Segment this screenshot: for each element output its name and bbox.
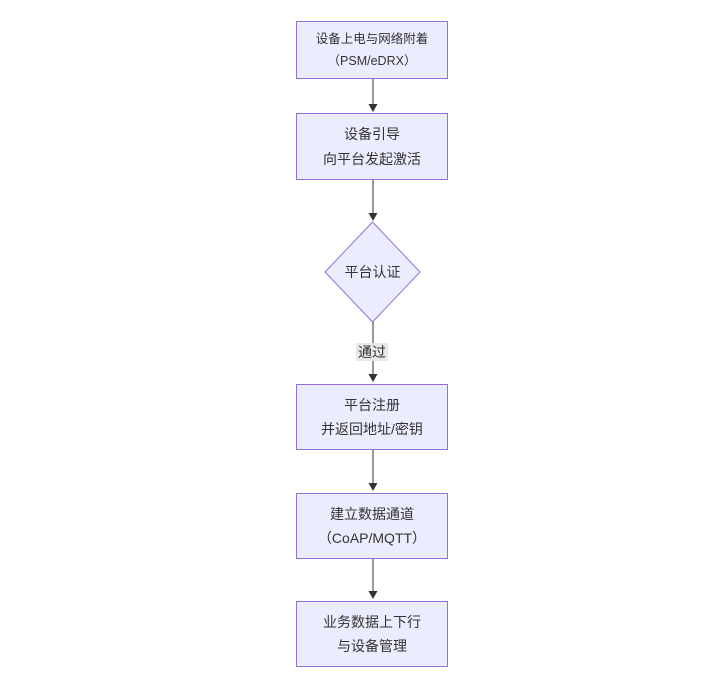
node-platform-register: 平台注册 并返回地址/密钥 bbox=[296, 384, 448, 450]
node-data-channel: 建立数据通道 （CoAP/MQTT） bbox=[296, 493, 448, 559]
node-data-channel-line2: （CoAP/MQTT） bbox=[317, 530, 427, 546]
arrowhead-channel bbox=[368, 483, 378, 491]
node-power-attach: 设备上电与网络附着 （PSM/eDRX） bbox=[296, 21, 448, 79]
edge-label-pass: 通过 bbox=[356, 343, 388, 361]
node-power-attach-line1: 设备上电与网络附着 bbox=[315, 31, 429, 46]
node-business-data-line1: 业务数据上下行 bbox=[323, 613, 421, 630]
node-business-data: 业务数据上下行 与设备管理 bbox=[296, 601, 448, 667]
arrowhead-business bbox=[368, 591, 378, 599]
node-platform-register-line1: 平台注册 bbox=[344, 396, 400, 413]
node-power-attach-line2: （PSM/eDRX） bbox=[327, 54, 417, 68]
node-business-data-line2: 与设备管理 bbox=[337, 638, 407, 654]
node-auth-decision-label: 平台认证 bbox=[344, 264, 401, 280]
node-data-channel-line1: 建立数据通道 bbox=[330, 505, 414, 522]
arrowhead-auth bbox=[368, 213, 378, 221]
node-bootstrap-line2: 向平台发起激活 bbox=[323, 150, 421, 167]
arrowhead-bootstrap bbox=[368, 104, 378, 112]
node-platform-register-line2: 并返回地址/密钥 bbox=[321, 421, 423, 437]
arrowhead-register bbox=[368, 374, 378, 382]
node-bootstrap-line1: 设备引导 bbox=[344, 126, 400, 142]
node-auth-decision: 平台认证 bbox=[325, 222, 420, 322]
node-bootstrap: 设备引导 向平台发起激活 bbox=[296, 113, 448, 180]
